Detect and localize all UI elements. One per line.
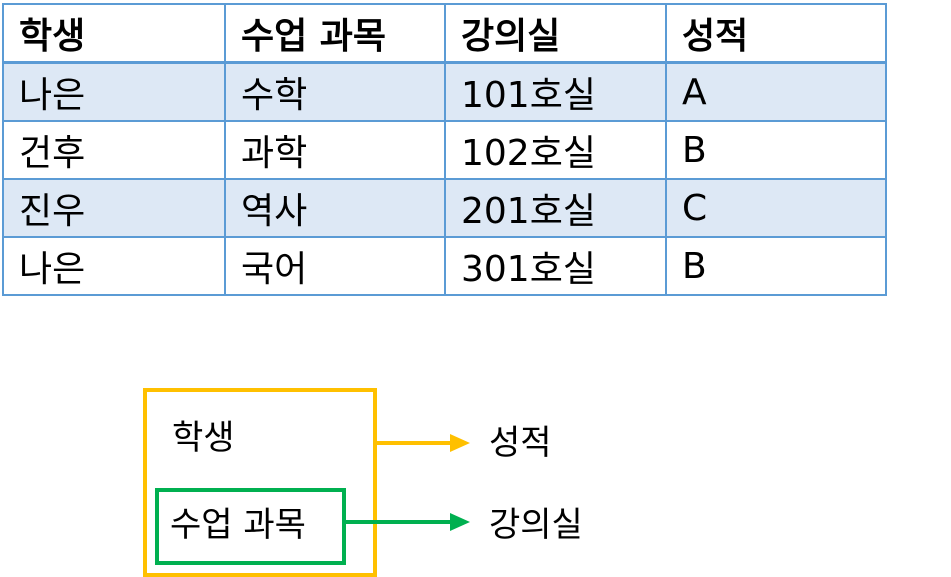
cell-student: 나은 [2,61,226,122]
header-subject: 수업 과목 [224,3,446,64]
table-row: 나은 국어 301호실 B [2,236,887,296]
cell-student: 나은 [2,236,226,296]
room-label: 강의실 [489,505,583,545]
cell-room: 101호실 [444,61,667,122]
header-student: 학생 [2,3,226,64]
table-row: 건후 과학 102호실 B [2,120,887,180]
cell-grade: B [665,236,887,296]
grade-label: 성적 [489,423,552,463]
table-header-row: 학생 수업 과목 강의실 성적 [2,3,887,64]
header-grade: 성적 [665,3,887,64]
student-label: 학생 [172,418,235,458]
subject-key-box [155,488,346,565]
composite-key-box [143,388,377,577]
cell-room: 301호실 [444,236,667,296]
grades-table: 학생 수업 과목 강의실 성적 나은 수학 101호실 A 건후 과학 102호… [2,3,887,296]
cell-grade: C [665,178,887,238]
cell-grade: A [665,61,887,122]
cell-grade: B [665,120,887,180]
cell-subject: 과학 [224,120,446,180]
cell-student: 건후 [2,120,226,180]
subject-label: 수업 과목 [170,505,306,545]
room-arrow [344,513,470,531]
table-row: 진우 역사 201호실 C [2,178,887,238]
cell-subject: 역사 [224,178,446,238]
cell-student: 진우 [2,178,226,238]
grade-arrow [375,434,470,452]
table-row: 나은 수학 101호실 A [2,61,887,122]
cell-room: 201호실 [444,178,667,238]
cell-room: 102호실 [444,120,667,180]
header-room: 강의실 [444,3,667,64]
cell-subject: 국어 [224,236,446,296]
cell-subject: 수학 [224,61,446,122]
